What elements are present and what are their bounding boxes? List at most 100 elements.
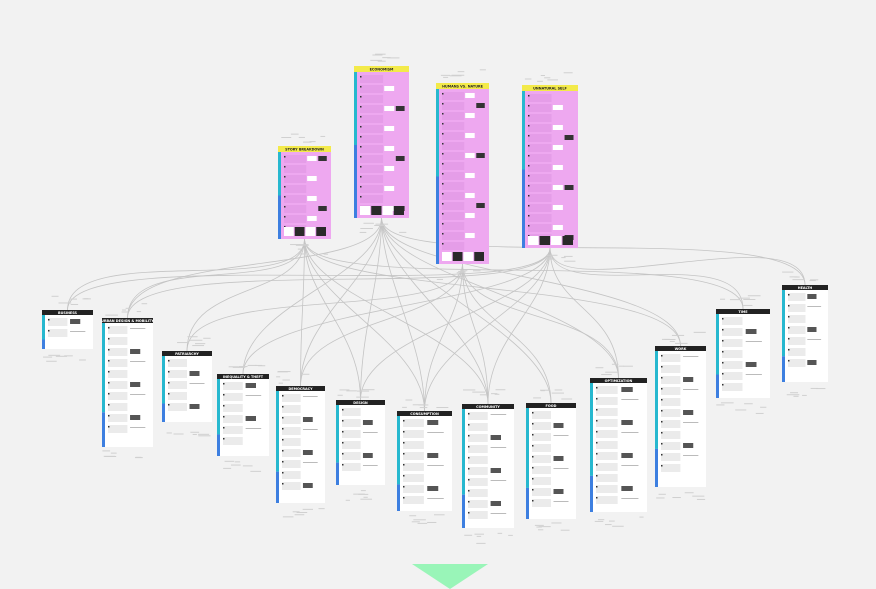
- card-item[interactable]: [108, 392, 128, 400]
- bottom-column-design[interactable]: DESIGN: [336, 389, 385, 501]
- image-thumbnail[interactable]: [683, 377, 694, 382]
- card-item[interactable]: [442, 112, 465, 120]
- card-item[interactable]: [442, 102, 465, 110]
- image-thumbnail[interactable]: [683, 410, 694, 415]
- top-column-unnatural[interactable]: UNNATURAL SELF: [522, 72, 578, 262]
- card-item[interactable]: [596, 496, 618, 504]
- card-item[interactable]: [596, 397, 618, 405]
- card-item[interactable]: [360, 145, 384, 153]
- card-item[interactable]: [596, 441, 618, 449]
- card-item[interactable]: [596, 386, 618, 394]
- card-item[interactable]: [596, 474, 618, 482]
- card-item[interactable]: [468, 434, 488, 442]
- card-item[interactable]: [342, 408, 361, 416]
- card-item[interactable]: [360, 195, 384, 203]
- card-item[interactable]: [360, 85, 384, 93]
- image-thumbnail[interactable]: [362, 420, 373, 425]
- card-item[interactable]: [108, 348, 128, 356]
- card-item[interactable]: [360, 95, 384, 103]
- card-item[interactable]: [596, 430, 618, 438]
- card-item[interactable]: [532, 477, 551, 485]
- card-item[interactable]: [442, 232, 465, 240]
- card-item[interactable]: [403, 430, 424, 438]
- bottom-column-work[interactable]: WORK: [655, 331, 706, 500]
- image-thumbnail[interactable]: [130, 349, 141, 354]
- image-thumbnail[interactable]: [294, 227, 305, 236]
- card-item[interactable]: [223, 415, 243, 423]
- card-item[interactable]: [360, 125, 384, 133]
- image-thumbnail[interactable]: [245, 416, 256, 421]
- image-thumbnail[interactable]: [551, 236, 562, 245]
- image-thumbnail[interactable]: [474, 252, 484, 261]
- card-item[interactable]: [442, 132, 465, 140]
- card-item[interactable]: [596, 452, 618, 460]
- card-item[interactable]: [442, 182, 465, 190]
- image-thumbnail[interactable]: [683, 443, 694, 448]
- card-item[interactable]: [403, 485, 424, 493]
- image-thumbnail[interactable]: [528, 236, 539, 245]
- card-item[interactable]: [442, 242, 465, 250]
- card-item[interactable]: [468, 489, 488, 497]
- image-thumbnail[interactable]: [621, 387, 633, 392]
- bottom-column-business[interactable]: BUSINESS: [42, 295, 93, 362]
- card-item[interactable]: [360, 105, 384, 113]
- card-item[interactable]: [532, 422, 551, 430]
- card-item[interactable]: [48, 318, 68, 326]
- image-thumbnail[interactable]: [553, 456, 564, 461]
- card-item[interactable]: [108, 370, 128, 378]
- card-item[interactable]: [282, 394, 301, 402]
- card-item[interactable]: [360, 115, 384, 123]
- card-item[interactable]: [722, 372, 743, 380]
- card-item[interactable]: [284, 155, 307, 163]
- card-item[interactable]: [528, 134, 552, 142]
- image-thumbnail[interactable]: [621, 453, 633, 458]
- card-item[interactable]: [284, 165, 307, 173]
- bottom-column-inequality[interactable]: INEQUALITY & THEFT: [217, 364, 269, 472]
- image-thumbnail[interactable]: [745, 362, 757, 367]
- card-item[interactable]: [788, 337, 806, 345]
- image-thumbnail[interactable]: [302, 483, 313, 488]
- card-item[interactable]: [661, 354, 681, 362]
- card-item[interactable]: [360, 175, 384, 183]
- image-thumbnail[interactable]: [371, 206, 382, 215]
- card-item[interactable]: [532, 466, 551, 474]
- card-item[interactable]: [284, 205, 307, 213]
- card-item[interactable]: [468, 478, 488, 486]
- image-thumbnail[interactable]: [490, 468, 501, 473]
- card-item[interactable]: [284, 185, 307, 193]
- image-thumbnail[interactable]: [316, 227, 326, 236]
- image-thumbnail[interactable]: [305, 227, 316, 236]
- top-column-story[interactable]: STORY BREAKDOWN: [278, 133, 331, 255]
- image-thumbnail[interactable]: [745, 329, 757, 334]
- card-item[interactable]: [223, 437, 243, 445]
- image-thumbnail[interactable]: [490, 435, 501, 440]
- card-item[interactable]: [528, 154, 552, 162]
- card-item[interactable]: [528, 124, 552, 132]
- card-item[interactable]: [528, 194, 552, 202]
- card-item[interactable]: [282, 471, 301, 479]
- card-item[interactable]: [528, 94, 552, 102]
- card-item[interactable]: [442, 202, 465, 210]
- card-item[interactable]: [722, 383, 743, 391]
- card-item[interactable]: [468, 423, 488, 431]
- card-item[interactable]: [442, 162, 465, 170]
- card-item[interactable]: [282, 460, 301, 468]
- card-item[interactable]: [528, 144, 552, 152]
- card-item[interactable]: [282, 405, 301, 413]
- card-item[interactable]: [788, 359, 806, 367]
- card-item[interactable]: [661, 453, 681, 461]
- card-item[interactable]: [442, 92, 465, 100]
- card-item[interactable]: [596, 485, 618, 493]
- bottom-column-time[interactable]: TIME: [716, 295, 770, 414]
- image-thumbnail[interactable]: [452, 252, 463, 261]
- image-thumbnail[interactable]: [189, 371, 200, 376]
- image-thumbnail[interactable]: [362, 453, 373, 458]
- image-thumbnail[interactable]: [130, 382, 141, 387]
- card-item[interactable]: [532, 499, 551, 507]
- card-item[interactable]: [282, 438, 301, 446]
- card-item[interactable]: [282, 416, 301, 424]
- card-item[interactable]: [108, 414, 128, 422]
- bottom-column-food[interactable]: FOOD: [526, 389, 576, 531]
- card-item[interactable]: [528, 114, 552, 122]
